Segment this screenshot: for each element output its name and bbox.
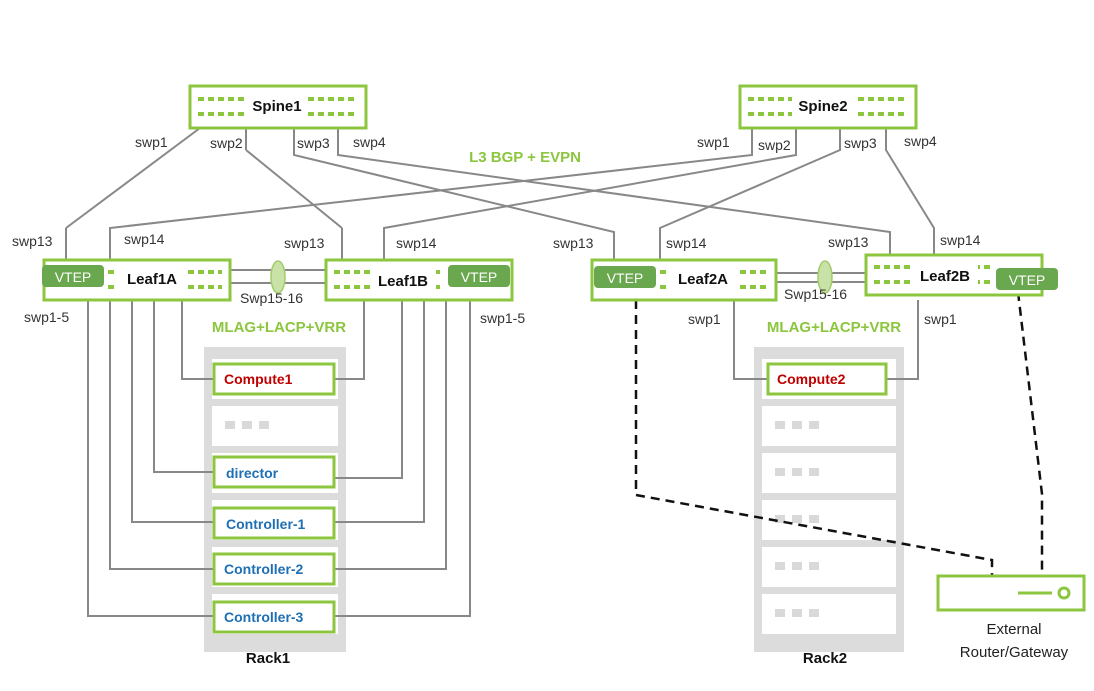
leaf2a-downlink-label: swp1 bbox=[688, 311, 721, 327]
leaf2b-switch-icon[interactable]: VTEP Leaf2B bbox=[864, 253, 1058, 297]
leaf2b-label: Leaf2B bbox=[920, 268, 970, 285]
leaf2a-uplink-label: swp14 bbox=[666, 235, 707, 251]
link-leaf1a-controller3 bbox=[87, 300, 214, 617]
spine1-port-label: swp3 bbox=[297, 135, 330, 151]
leaf2b-uplink-label: swp13 bbox=[828, 234, 869, 250]
leaf1b-label: Leaf1B bbox=[378, 273, 428, 290]
external-label-line1: External bbox=[986, 621, 1041, 638]
rack2 bbox=[754, 347, 904, 652]
link-leaf2a-compute2 bbox=[733, 300, 768, 380]
peerlink-label: Swp15-16 bbox=[240, 290, 303, 306]
link-spine1-leaf1a bbox=[65, 127, 201, 229]
spine2-label: Spine2 bbox=[798, 98, 847, 115]
lag-ellipse-icon bbox=[270, 260, 286, 294]
server-label: director bbox=[226, 465, 279, 481]
link-leaf1a-controller1 bbox=[131, 300, 214, 523]
leaf1a-uplink-label: swp13 bbox=[12, 233, 53, 249]
fabric-label: L3 BGP + EVPN bbox=[469, 149, 581, 166]
server-label: Compute1 bbox=[224, 371, 293, 387]
compute2-server-icon[interactable]: Compute2 bbox=[766, 362, 888, 396]
rack2-label: Rack2 bbox=[803, 650, 847, 667]
spine-leaf-links bbox=[65, 127, 935, 262]
mlag-label-rack1: MLAG+LACP+VRR bbox=[212, 319, 346, 336]
leaf1b-downlink-label: swp1-5 bbox=[480, 310, 525, 326]
peerlink-label: Swp15-16 bbox=[784, 286, 847, 302]
compute1-server-icon[interactable]: Compute1 bbox=[212, 362, 336, 396]
link-spine2-leaf2b bbox=[885, 128, 935, 258]
spine2-port-label: swp1 bbox=[697, 134, 730, 150]
link-leaf2a-external bbox=[634, 300, 994, 576]
rack2-empty-server-icons bbox=[775, 421, 819, 617]
server-label: Controller-1 bbox=[226, 516, 306, 532]
external-label-line2: Router/Gateway bbox=[960, 644, 1069, 661]
rack1-label: Rack1 bbox=[246, 650, 290, 667]
link-spine1-leaf2b bbox=[337, 128, 891, 258]
vtep-label: VTEP bbox=[607, 270, 644, 286]
spine1-port-label: swp4 bbox=[353, 134, 386, 150]
spine2-port-label: swp2 bbox=[758, 137, 791, 153]
leaf1a-uplink-label: swp14 bbox=[124, 231, 165, 247]
leaf2a-switch-icon[interactable]: VTEP Leaf2A bbox=[590, 258, 778, 302]
link-leaf1b-controller2 bbox=[334, 300, 447, 570]
external-links bbox=[634, 291, 1044, 576]
controller1-server-icon[interactable]: Controller-1 bbox=[212, 506, 336, 540]
leaf2a-label: Leaf2A bbox=[678, 271, 728, 288]
mlag-label-rack2: MLAG+LACP+VRR bbox=[767, 319, 901, 336]
leaf1a-downlink-label: swp1-5 bbox=[24, 309, 69, 325]
link-leaf1b-compute1 bbox=[334, 300, 365, 380]
server-links bbox=[87, 300, 919, 617]
link-leaf1a-controller2 bbox=[109, 300, 214, 570]
rack1-empty-server-icon bbox=[225, 421, 269, 429]
leaf1a-switch-icon[interactable]: VTEP Leaf1A bbox=[42, 258, 232, 302]
lag-ellipse-icon bbox=[817, 260, 833, 294]
spine1-port-label: swp1 bbox=[135, 134, 168, 150]
leaf1b-switch-icon[interactable]: VTEP Leaf1B bbox=[324, 258, 514, 302]
link-spine2-leaf2a bbox=[659, 128, 841, 262]
link-leaf1b-director bbox=[334, 300, 403, 479]
vtep-label: VTEP bbox=[1009, 272, 1046, 288]
vtep-label: VTEP bbox=[55, 269, 92, 285]
link-leaf2b-compute2 bbox=[886, 300, 919, 380]
leaf1a-label: Leaf1A bbox=[127, 271, 177, 288]
leaf1b-uplink-label: swp14 bbox=[396, 235, 437, 251]
spine2-switch-icon[interactable]: Spine2 bbox=[738, 84, 918, 130]
vtep-badge bbox=[448, 265, 510, 287]
vtep-badge bbox=[42, 265, 104, 287]
spine1-port-label: swp2 bbox=[210, 135, 243, 151]
spine2-port-label: swp4 bbox=[904, 133, 937, 149]
leaf2b-downlink-label: swp1 bbox=[924, 311, 957, 327]
leaf2a-uplink-label: swp13 bbox=[553, 235, 594, 251]
director-server-icon[interactable]: director bbox=[212, 455, 336, 489]
controller3-server-icon[interactable]: Controller-3 bbox=[212, 600, 336, 634]
leaf1b-uplink-label: swp13 bbox=[284, 235, 325, 251]
link-leaf1b-controller3 bbox=[334, 300, 471, 617]
link-spine2-leaf1b bbox=[383, 128, 797, 262]
link-spine2-leaf1a bbox=[109, 128, 753, 262]
controller2-server-icon[interactable]: Controller-2 bbox=[212, 552, 336, 586]
link-leaf1a-director bbox=[153, 300, 214, 473]
link-spine1-leaf2a bbox=[293, 128, 615, 262]
link-spine1-leaf1b-diag bbox=[245, 149, 343, 229]
link-leaf2b-external bbox=[1016, 291, 1044, 576]
leaf2b-uplink-label: swp14 bbox=[940, 232, 981, 248]
server-label: Compute2 bbox=[777, 371, 846, 387]
server-label: Controller-3 bbox=[224, 609, 304, 625]
vtep-badge bbox=[594, 266, 656, 288]
server-label: Controller-2 bbox=[224, 561, 304, 577]
spine1-switch-icon[interactable]: Spine1 bbox=[188, 84, 368, 130]
link-leaf1a-compute1 bbox=[181, 300, 214, 380]
spine1-label: Spine1 bbox=[252, 98, 301, 115]
external-router-icon[interactable] bbox=[936, 574, 1086, 612]
spine2-port-label: swp3 bbox=[844, 135, 877, 151]
vtep-badge bbox=[996, 268, 1058, 290]
vtep-label: VTEP bbox=[461, 269, 498, 285]
link-leaf1b-controller1 bbox=[334, 300, 425, 523]
